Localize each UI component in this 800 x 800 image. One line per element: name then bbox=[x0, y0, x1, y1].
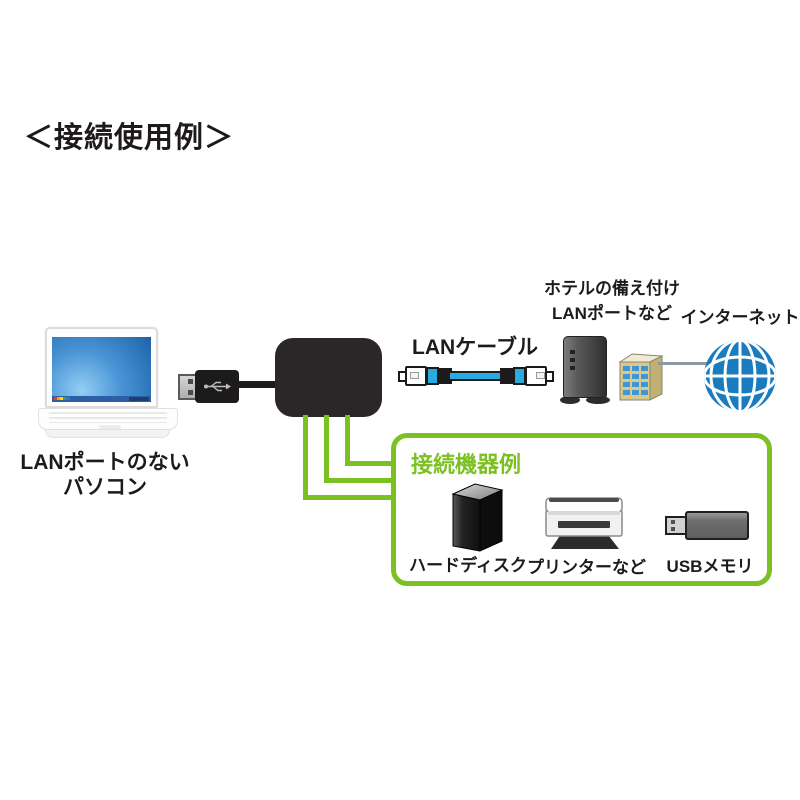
usb-memory-connector bbox=[665, 516, 687, 535]
building-icon bbox=[618, 353, 664, 401]
usb-trident-icon bbox=[204, 381, 231, 392]
hub-port-line-2 bbox=[324, 415, 329, 483]
laptop-label: LANポートのない パソコン bbox=[10, 450, 200, 500]
printer-label: プリンターなど bbox=[527, 558, 646, 577]
laptop-label-line1: LANポートのない bbox=[20, 451, 190, 474]
internet-globe-icon bbox=[704, 340, 776, 412]
usb-plug-hole bbox=[188, 379, 193, 384]
hotel-lan-label-line1: ホテルの備え付け bbox=[544, 279, 680, 298]
hotel-lan-label: ホテルの備え付け LANポートなど bbox=[532, 276, 692, 326]
router-foot bbox=[560, 396, 580, 404]
laptop-keys bbox=[49, 412, 167, 423]
lan-sleeve-left bbox=[438, 368, 452, 384]
laptop-base bbox=[45, 430, 170, 438]
lan-connector-pin bbox=[536, 372, 545, 379]
hub-port-line-3 bbox=[345, 415, 350, 466]
usb-cable-line bbox=[236, 381, 279, 388]
hub-port-line-1 bbox=[303, 415, 308, 500]
laptop-icon bbox=[35, 322, 180, 440]
usb-memory-label: USBメモリ bbox=[666, 557, 754, 576]
laptop-label-line2: パソコン bbox=[63, 476, 147, 499]
lan-connector-tip bbox=[545, 371, 554, 382]
hotel-lan-label-line2: LANポートなど bbox=[552, 304, 672, 323]
internet-label: インターネット bbox=[680, 308, 800, 327]
taskbar-icons bbox=[54, 397, 70, 400]
taskbar-tray bbox=[129, 397, 149, 401]
usb-hub-icon bbox=[275, 338, 382, 417]
hub-port-line-1 bbox=[303, 495, 395, 500]
usb-memory-body bbox=[685, 511, 749, 540]
usb-memory-hole bbox=[671, 527, 675, 531]
laptop-taskbar bbox=[52, 396, 151, 402]
lan-connector-pin bbox=[410, 372, 419, 379]
laptop-display bbox=[52, 337, 151, 402]
router-foot bbox=[586, 396, 610, 404]
lan-cable-wire bbox=[450, 371, 502, 381]
devices-box-title: 接続機器例 bbox=[411, 452, 522, 477]
connected-devices-box: 接続機器例 bbox=[391, 433, 772, 586]
page-title: ＜接続使用例＞ bbox=[24, 122, 235, 154]
router-led bbox=[570, 350, 575, 354]
usb-plug-icon bbox=[195, 370, 239, 403]
lan-sleeve-right bbox=[500, 368, 514, 384]
hard-disk-icon bbox=[451, 483, 504, 552]
hub-port-line-2 bbox=[324, 478, 395, 483]
building-globe-connector-line bbox=[658, 362, 708, 365]
printer-icon bbox=[545, 497, 623, 549]
usb-memory-hole bbox=[671, 520, 675, 524]
hub-port-line-3 bbox=[345, 461, 395, 466]
router-led bbox=[570, 358, 575, 362]
usb-plug-hole bbox=[188, 390, 193, 395]
lan-connector-left bbox=[405, 366, 427, 386]
router-body bbox=[563, 336, 607, 398]
laptop-trackpad bbox=[99, 425, 121, 429]
laptop-screen bbox=[45, 327, 158, 408]
lan-cable-label: LANケーブル bbox=[412, 336, 538, 359]
laptop-keyboard bbox=[38, 408, 178, 430]
router-led bbox=[570, 366, 575, 370]
lan-connector-right bbox=[525, 366, 547, 386]
router-icon bbox=[560, 334, 612, 406]
hard-disk-label: ハードディスク bbox=[409, 556, 527, 575]
